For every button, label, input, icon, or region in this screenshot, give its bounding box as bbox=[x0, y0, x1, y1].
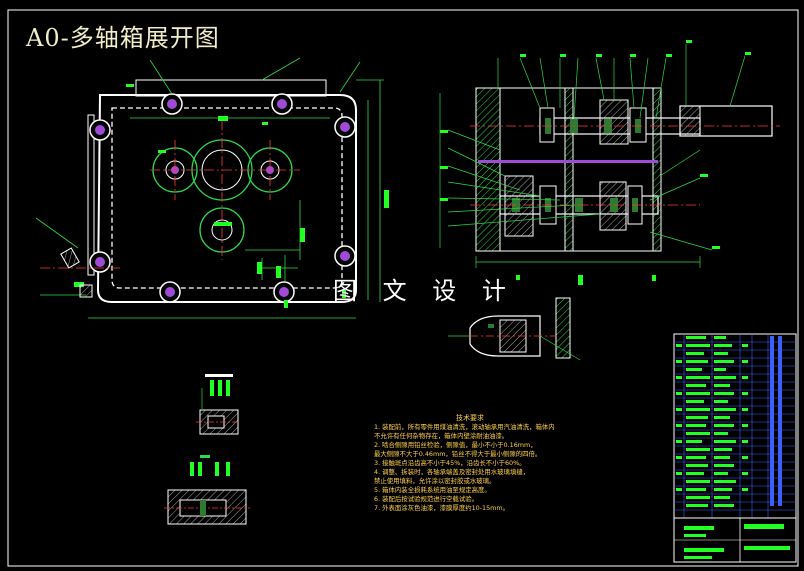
front-view[interactable] bbox=[35, 57, 389, 319]
requirement-line: 3. 接触斑点沿齿高不小于45%，沿齿长不小于60%。 bbox=[374, 459, 526, 467]
drawing-frame bbox=[7, 9, 799, 567]
section-view[interactable] bbox=[439, 40, 780, 285]
detail-view-small[interactable] bbox=[164, 374, 250, 525]
parts-list-table[interactable] bbox=[673, 333, 797, 563]
requirement-line: 禁止使用填料，允许涂以密封胶或水玻璃。 bbox=[374, 477, 496, 485]
requirement-line: 5. 箱体内装全损耗系统用油至规定高度。 bbox=[374, 486, 491, 494]
technical-requirements: 技术要求 1. 装配前，所有零件用煤油清洗，滚动轴承用汽油清洗，箱体内 不允许有… bbox=[374, 414, 674, 513]
requirement-line: 6. 装配后按试验规范进行空载试验。 bbox=[374, 495, 478, 503]
technical-requirements-heading: 技术要求 bbox=[456, 414, 484, 422]
requirement-line: 4. 调整、拆装时，各轴承端盖及密封处用水玻璃填缝， bbox=[374, 468, 530, 476]
watermark-text: 图 文 设 计 bbox=[333, 277, 515, 305]
requirement-line: 7. 外表面涂灰色油漆，漆膜厚度约10-15mm。 bbox=[374, 504, 510, 512]
requirement-line: 不允许有任何杂物存在，箱体内壁涂耐油油漆。 bbox=[374, 432, 509, 440]
requirement-line: 1. 装配前，所有零件用煤油清洗，滚动轴承用汽油清洗，箱体内 bbox=[374, 423, 555, 431]
drawing-title: A0-多轴箱展开图 bbox=[26, 24, 220, 52]
detail-view-seal[interactable] bbox=[448, 297, 581, 361]
requirement-line: 最大侧隙不大于0.46mm，铅丝不得大于最小侧隙的四倍。 bbox=[374, 450, 542, 458]
requirement-line: 2. 啮合侧隙用铅丝检验，侧隙值，最小不小于0.16mm， bbox=[374, 441, 537, 449]
